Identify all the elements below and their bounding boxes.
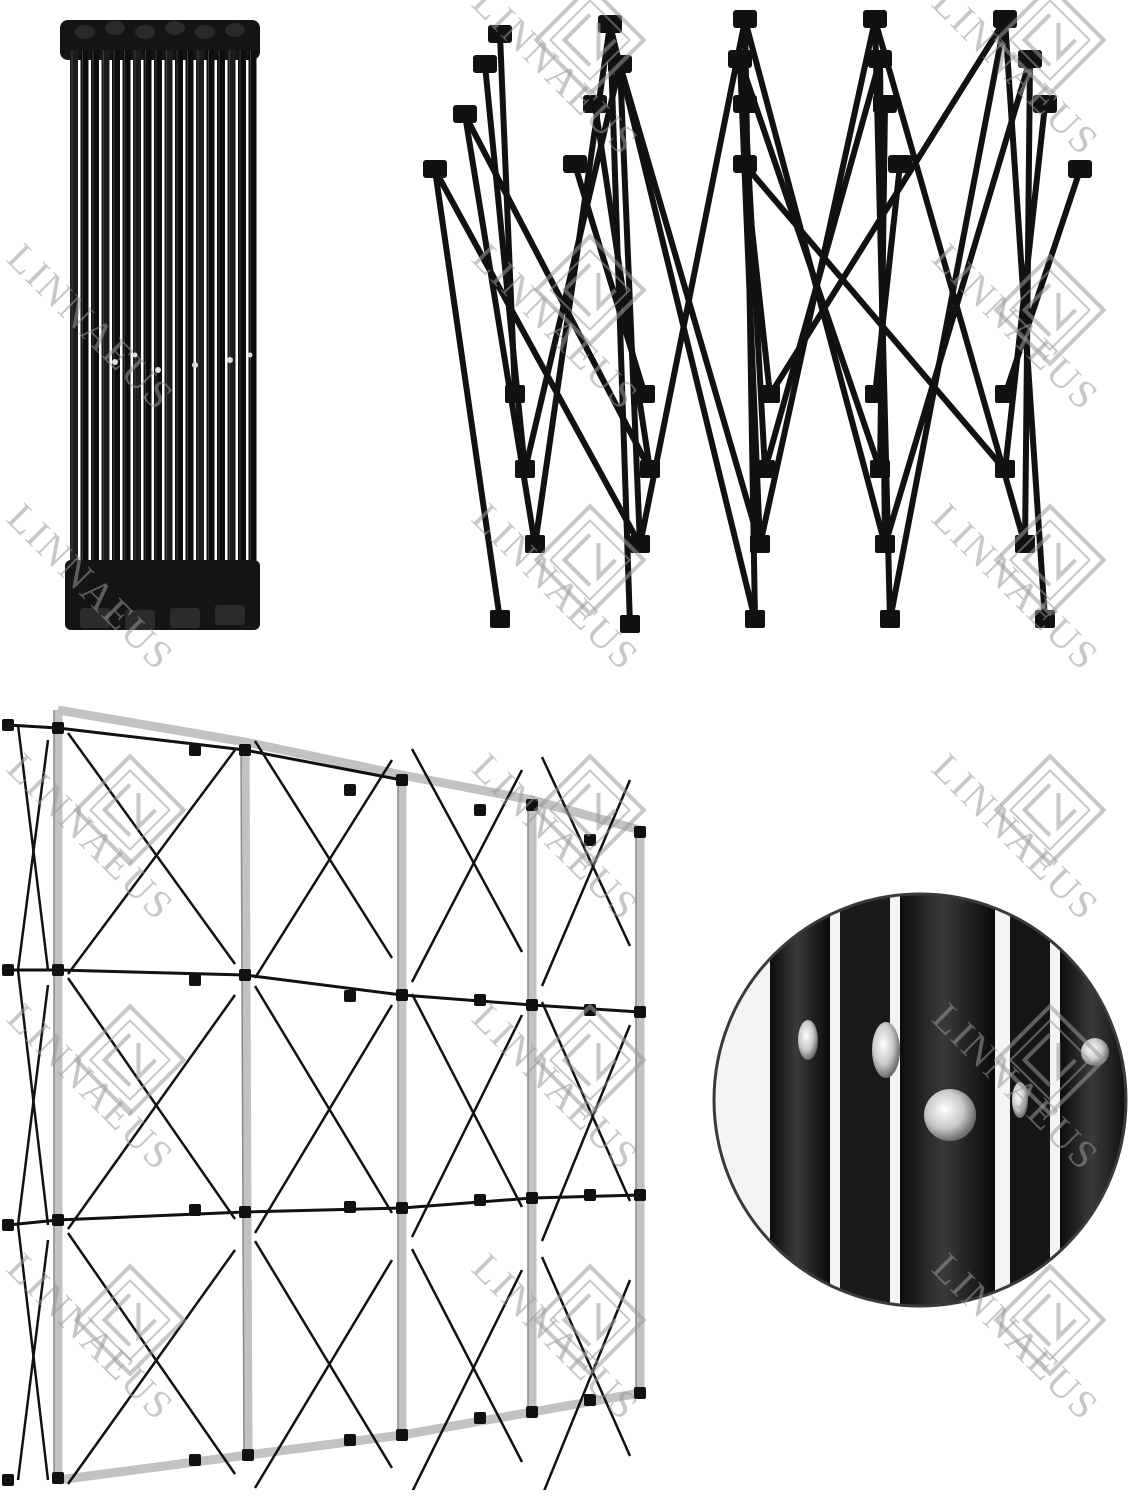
magnified-rivet-photo [712,892,1128,1308]
half-expanded-frame [405,5,1105,635]
linnaeus-logo-icon [993,753,1107,867]
folded-frame-photo [60,20,260,630]
collapsed-frame-bundle [40,10,280,640]
wall-frame-photo [2,705,646,1490]
rivet-closeup [710,890,1130,1310]
scissor-frame-photo [423,10,1092,633]
fully-expanded-frame [0,700,650,1490]
